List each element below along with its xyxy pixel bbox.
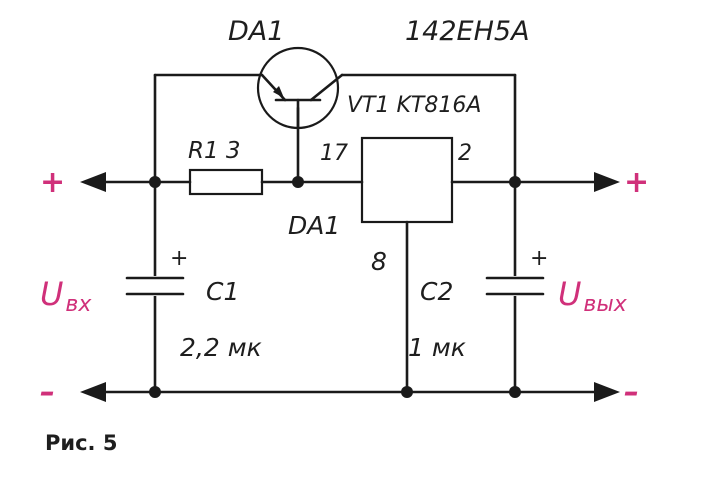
- label-pin-8: 8: [371, 247, 387, 276]
- label-c1-plus: +: [170, 246, 188, 271]
- arrow-left-top: [80, 172, 106, 192]
- capacitor-c2: [485, 276, 545, 296]
- label-da1-box: DA1: [288, 211, 340, 240]
- label-transistor: VT1 KT816A: [347, 93, 481, 118]
- junction-right-top: [509, 176, 521, 188]
- figure-caption: Рис. 5: [45, 431, 117, 455]
- label-c1-name: C1: [206, 277, 239, 306]
- label-u-in-main: U: [40, 275, 63, 313]
- label-ic-part: 142ЕН5А: [405, 16, 530, 47]
- label-u-out-sub: вых: [583, 292, 627, 317]
- ic-da1: [360, 136, 454, 224]
- label-u-in: Uвх: [40, 275, 92, 317]
- label-u-out-main: U: [558, 275, 581, 313]
- label-left-plus: +: [40, 165, 65, 200]
- arrow-right-top: [594, 172, 620, 192]
- arrow-right-bottom: [594, 382, 620, 402]
- resistor-r1: [188, 168, 264, 196]
- label-c2-name: C2: [420, 277, 453, 306]
- label-c1-value: 2,2 мк: [180, 333, 262, 362]
- arrow-left-bottom: [80, 382, 106, 402]
- label-u-out: Uвых: [558, 275, 628, 317]
- label-pin-2: 2: [458, 141, 472, 166]
- label-c2-value: 1 мк: [408, 333, 466, 362]
- label-c2-plus: +: [530, 246, 548, 271]
- label-pin-17: 17: [320, 141, 348, 166]
- label-right-minus: –: [624, 375, 639, 410]
- label-resistor: R1 3: [188, 138, 241, 164]
- junction-left-bottom: [149, 386, 161, 398]
- label-left-minus: –: [40, 375, 55, 410]
- junction-base-node: [292, 176, 304, 188]
- junction-right-bottom: [509, 386, 521, 398]
- label-right-plus: +: [624, 165, 649, 200]
- capacitor-c1: [125, 276, 185, 296]
- label-u-in-sub: вх: [65, 292, 92, 317]
- junction-left-top: [149, 176, 161, 188]
- transistor-vt1: [256, 46, 344, 130]
- junction-ground: [401, 386, 413, 398]
- label-da1-top: DA1: [228, 16, 284, 47]
